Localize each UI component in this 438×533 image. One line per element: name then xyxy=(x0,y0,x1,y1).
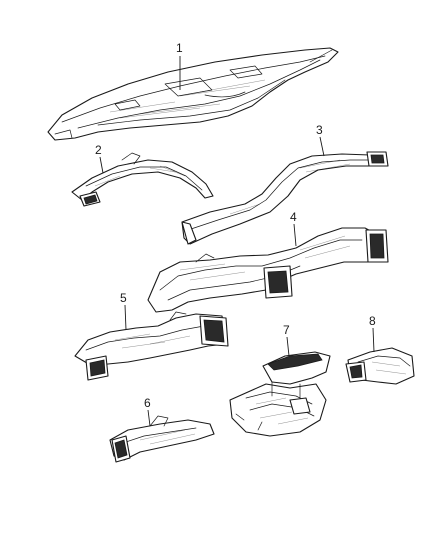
callout-numbers: 1 2 3 4 5 6 7 8 xyxy=(95,41,376,410)
leader-lines xyxy=(99,56,375,427)
callout-3: 3 xyxy=(316,123,323,137)
leader-5 xyxy=(124,304,127,331)
leader-3 xyxy=(319,136,325,157)
leader-8 xyxy=(372,327,375,353)
part-7-distribution-housing[interactable] xyxy=(229,351,331,437)
part-5-lower-duct[interactable] xyxy=(74,311,229,381)
part-1-defroster-duct[interactable] xyxy=(47,47,339,141)
part-6-floor-duct[interactable] xyxy=(109,415,215,463)
callout-4: 4 xyxy=(290,210,297,224)
callout-8: 8 xyxy=(369,314,376,328)
callout-2: 2 xyxy=(95,143,102,157)
part-8-rear-outlet[interactable] xyxy=(345,347,415,385)
leader-2 xyxy=(99,156,104,174)
callout-7: 7 xyxy=(283,323,290,337)
callout-1: 1 xyxy=(176,41,183,55)
part-3-center-duct[interactable] xyxy=(181,151,389,245)
leader-4 xyxy=(293,223,297,247)
leader-6 xyxy=(147,409,151,427)
part-4-main-duct[interactable] xyxy=(147,227,389,313)
callout-6: 6 xyxy=(144,396,151,410)
callout-5: 5 xyxy=(120,291,127,305)
part-2-side-duct[interactable] xyxy=(71,152,214,207)
leader-7 xyxy=(286,336,290,357)
